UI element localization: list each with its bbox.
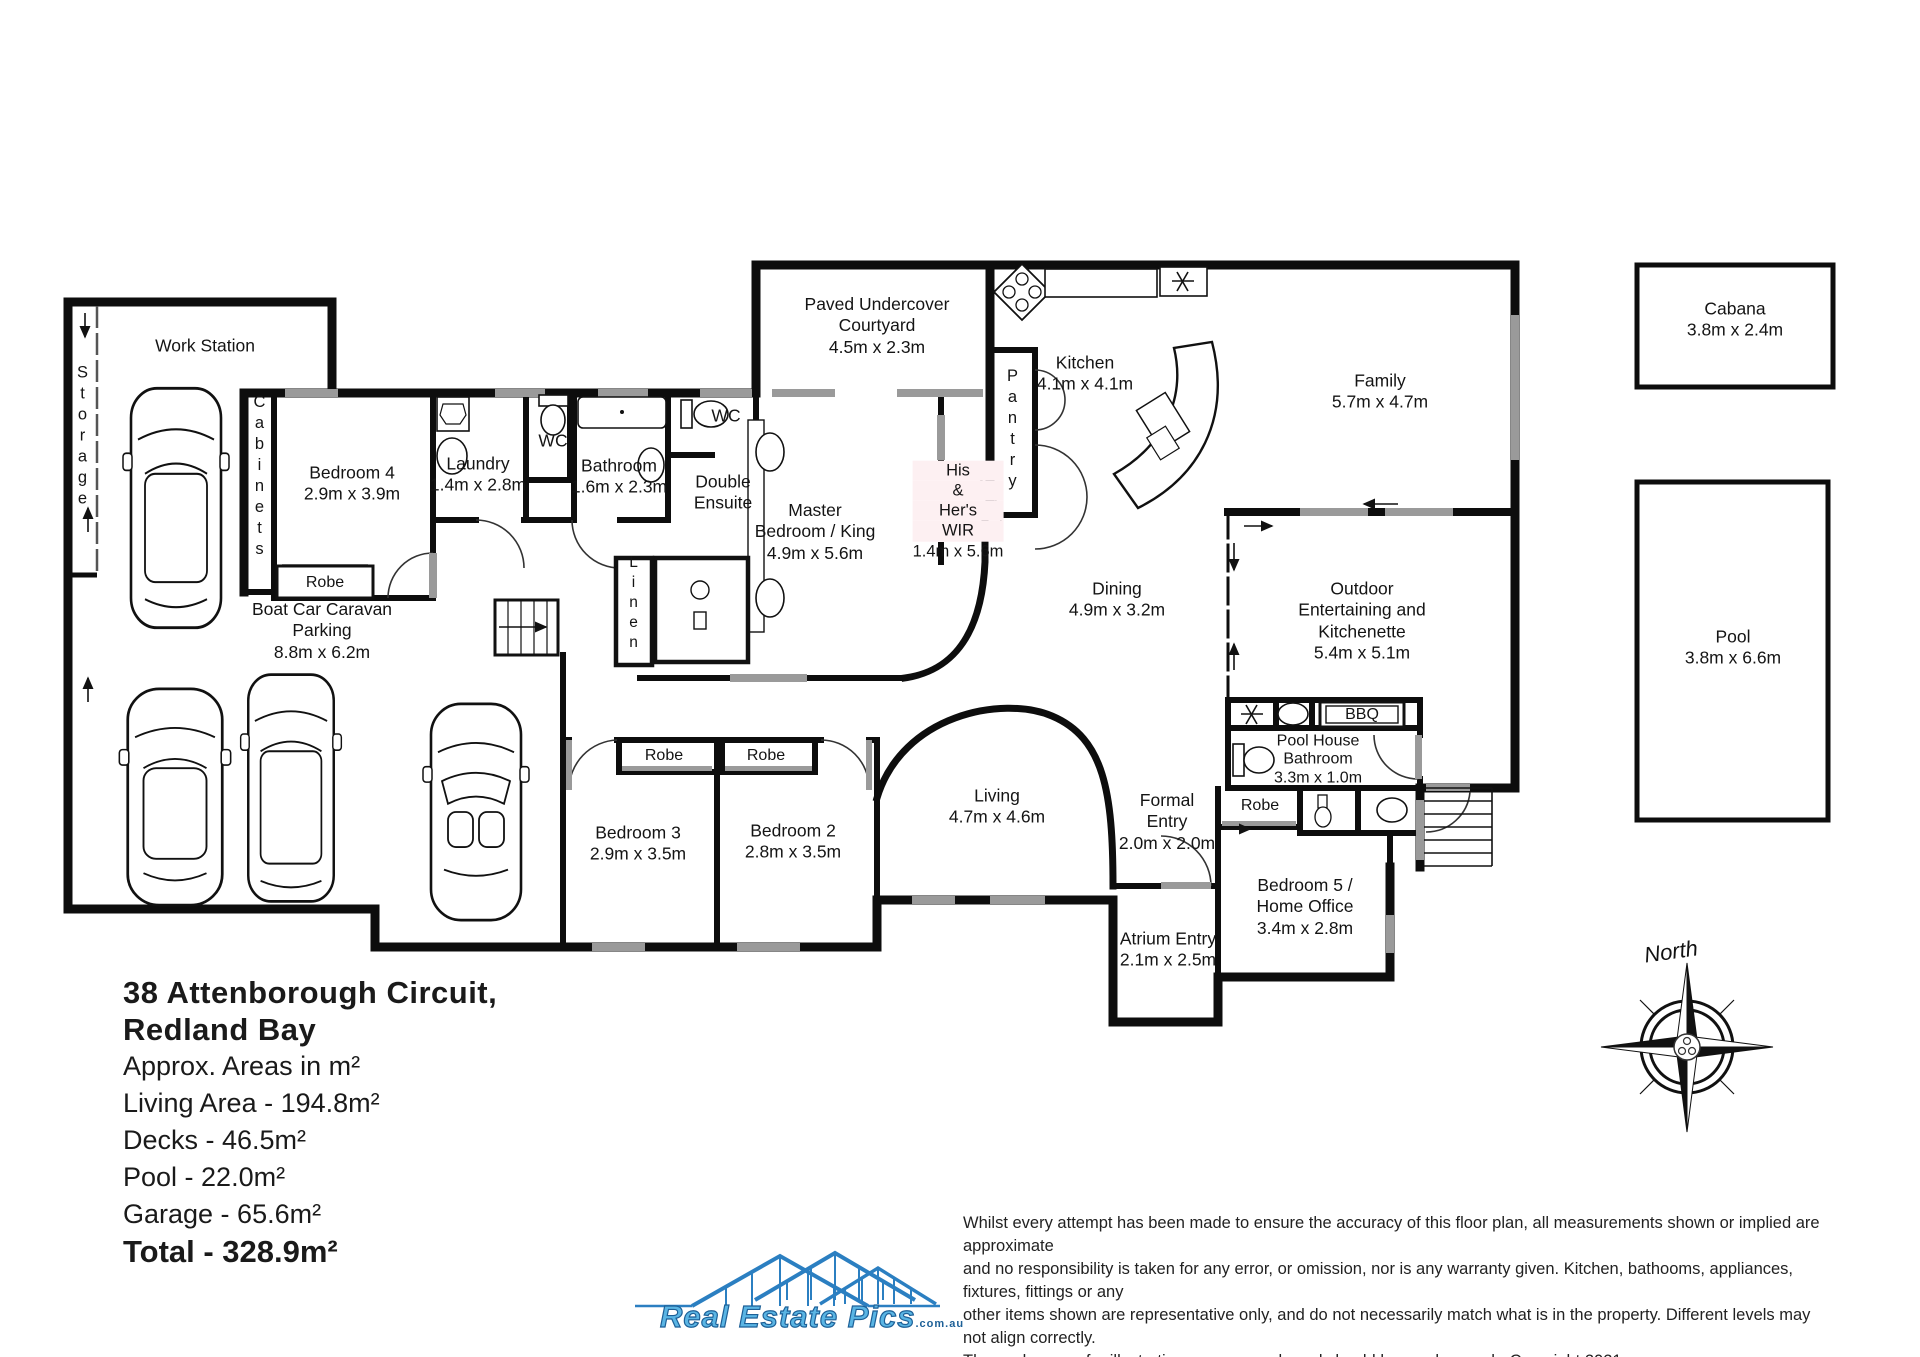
toilet-icon — [1232, 743, 1275, 777]
disclaimer-line-2: and no responsibility is taken for any e… — [963, 1260, 1794, 1301]
address-line-2: Redland Bay — [123, 1012, 317, 1047]
direction-arrows — [79, 313, 1398, 835]
address-block: 38 Attenborough Circuit, Redland Bay App… — [123, 974, 497, 1270]
realestatepics-logo: Real Estate Pics.com.au — [659, 1298, 965, 1334]
compass-rose — [1600, 962, 1774, 1133]
stairs — [493, 598, 560, 657]
room-label-pantry: Pantry — [1003, 367, 1022, 493]
laundry-tub — [436, 396, 470, 475]
cooktop-icon — [992, 262, 1052, 322]
room-label-wc1: WC — [538, 430, 568, 451]
cabana-outline — [1634, 262, 1836, 390]
toilet-icon — [680, 399, 729, 429]
logo-roofs — [635, 1250, 940, 1308]
deck-steps — [1424, 787, 1493, 867]
fixtures — [275, 262, 1408, 828]
cars — [118, 386, 530, 922]
disclaimer-line-3: other items shown are representative onl… — [963, 1306, 1811, 1347]
toilet-icon — [538, 394, 569, 436]
ceiling-fan-icon — [1172, 271, 1194, 292]
pool-area-value: Pool - 22.0m² — [123, 1162, 286, 1192]
garage-area-value: Garage - 65.6m² — [123, 1199, 322, 1229]
car-classic — [118, 687, 232, 907]
pool-outline — [1634, 479, 1831, 823]
sink-icon — [755, 432, 785, 472]
areas-heading: Approx. Areas in m² — [123, 1051, 361, 1081]
toilet-icon — [1314, 794, 1332, 828]
room-label-robe-bed4: Robe — [305, 574, 345, 592]
room-label-storage: Storage — [73, 363, 92, 511]
address-line-1: 38 Attenborough Circuit, — [123, 975, 498, 1010]
room-label-wc2: WC — [711, 405, 741, 426]
living-area-value: Living Area - 194.8m² — [123, 1088, 380, 1118]
ceiling-fan-icon — [1241, 704, 1263, 725]
room-label-robe-bed2: Robe — [746, 747, 786, 765]
disclaimer-line-4: These plans are for illustrative purpose… — [963, 1350, 1823, 1357]
total-area-value: Total - 328.9m² — [123, 1234, 338, 1269]
sink-icon — [1376, 797, 1408, 823]
logo-suffix: .com.au — [915, 1318, 965, 1330]
robe-box — [275, 564, 375, 600]
room-label-work-station: Work Station — [155, 335, 255, 356]
sink-icon — [637, 447, 665, 483]
disclaimer-line-1: Whilst every attempt has been made to en… — [963, 1214, 1820, 1255]
room-label-linen: Linen — [625, 554, 642, 654]
room-label-robe-bed5: Robe — [1240, 797, 1280, 815]
car-suv — [122, 386, 230, 630]
room-label-bbq: BBQ — [1345, 706, 1379, 724]
disclaimer: Whilst every attempt has been made to en… — [963, 1212, 1823, 1357]
room-label-robe-bed3: Robe — [644, 747, 684, 765]
kitchen-island — [1112, 340, 1219, 510]
car-wagon — [239, 673, 343, 903]
storage-cupboards — [68, 306, 99, 578]
linen-closet — [613, 555, 655, 668]
sink-icon — [755, 578, 785, 618]
car-convertible — [422, 702, 530, 922]
cabana-pool — [1634, 262, 1836, 823]
sink-icon — [1277, 702, 1309, 726]
decks-area-value: Decks - 46.5m² — [123, 1125, 307, 1155]
room-label-cabinets: Cabinets — [250, 393, 269, 561]
master-shower-nook — [652, 555, 751, 665]
